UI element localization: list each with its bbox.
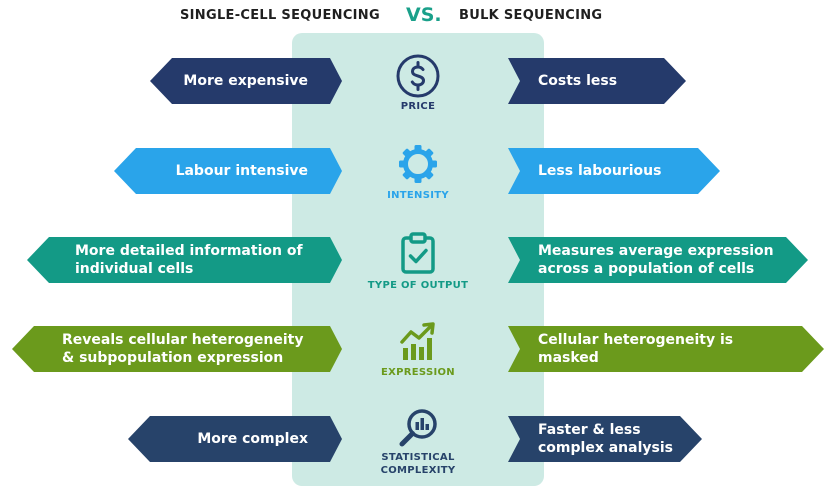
single-cell-output-banner: More detailed information of individual … xyxy=(27,237,342,283)
single-cell-intensity-text: Labour intensive xyxy=(175,163,308,179)
bulk-price-text: Costs less xyxy=(538,73,618,89)
single-cell-title: SINGLE-CELL SEQUENCING xyxy=(180,8,380,23)
single-cell-price-banner: More expensive xyxy=(150,58,342,104)
category-complexity-label: STATISTICAL COMPLEXITY xyxy=(380,452,456,476)
bulk-complexity-text: Faster & less complex analysis xyxy=(538,422,673,456)
bulk-complexity-banner: Faster & less complex analysis xyxy=(508,416,702,462)
category-price-label: PRICE xyxy=(400,101,436,112)
bulk-intensity-text: Less labourious xyxy=(538,163,662,179)
single-cell-intensity-banner: Labour intensive xyxy=(114,148,342,194)
category-expression-label: EXPRESSION xyxy=(381,367,455,378)
bulk-price-banner: Costs less xyxy=(508,58,686,104)
bulk-output-text: Measures average expression across a pop… xyxy=(538,243,774,277)
single-cell-complexity-banner: More complex xyxy=(128,416,342,462)
clipboard-check-icon xyxy=(394,229,442,277)
category-intensity-label: INTENSITY xyxy=(387,190,449,201)
growth-chart-icon xyxy=(394,318,442,366)
bulk-expression-text: Cellular heterogeneity is masked xyxy=(538,332,734,366)
single-cell-expression-banner: Reveals cellular heterogeneity & subpopu… xyxy=(12,326,342,372)
magnifier-chart-icon xyxy=(394,405,442,453)
header: SINGLE-CELL SEQUENCING VS. BULK SEQUENCI… xyxy=(0,4,835,26)
gear-icon xyxy=(394,140,442,188)
bulk-title: BULK SEQUENCING xyxy=(459,8,603,23)
bulk-output-banner: Measures average expression across a pop… xyxy=(508,237,808,283)
bulk-intensity-banner: Less labourious xyxy=(508,148,720,194)
single-cell-price-text: More expensive xyxy=(183,73,308,89)
category-output-label: TYPE OF OUTPUT xyxy=(367,280,469,291)
dollar-circle-icon xyxy=(394,52,442,100)
single-cell-complexity-text: More complex xyxy=(197,431,308,447)
bulk-expression-banner: Cellular heterogeneity is masked xyxy=(508,326,824,372)
single-cell-output-text: More detailed information of individual … xyxy=(75,243,303,277)
single-cell-expression-text: Reveals cellular heterogeneity & subpopu… xyxy=(62,332,304,366)
vs-label: VS. xyxy=(406,4,442,26)
